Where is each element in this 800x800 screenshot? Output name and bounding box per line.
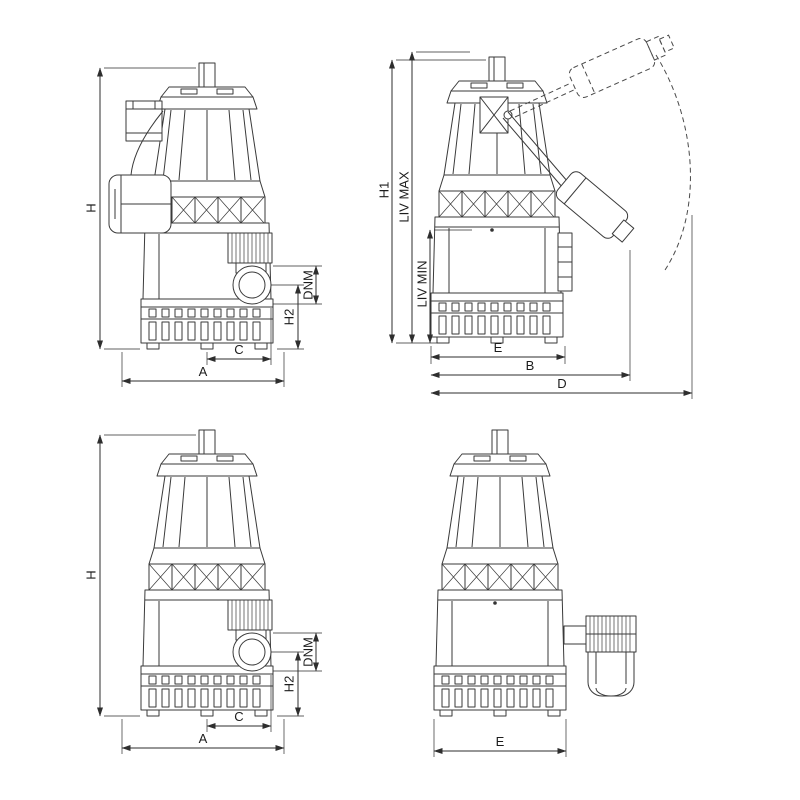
junction-box bbox=[125, 100, 163, 142]
pump-body bbox=[140, 429, 274, 717]
dim-label-e: E bbox=[494, 340, 503, 355]
view-bottom-left: H DNM H2 C A bbox=[83, 429, 322, 754]
side-flange bbox=[557, 232, 573, 292]
dimensions: H DNM H2 C A bbox=[83, 434, 319, 751]
dim-label-h2: H2 bbox=[281, 676, 296, 693]
dimensions: H DNM H2 C A bbox=[83, 67, 319, 384]
casing-dot bbox=[493, 601, 497, 605]
dim-label-dnm: DNM bbox=[300, 637, 315, 667]
discharge-port bbox=[227, 232, 273, 305]
view-top-right: H1 LIV MAX LIV MIN E B D bbox=[376, 34, 693, 399]
float-pivot-bracket bbox=[479, 96, 513, 134]
float-arm-raised-dashed bbox=[509, 82, 577, 118]
float-switch-lowered bbox=[555, 171, 635, 243]
dim-label-h: H bbox=[83, 570, 98, 579]
view-bottom-right: E bbox=[433, 429, 637, 757]
dim-label-c: C bbox=[234, 709, 243, 724]
float-arm bbox=[502, 111, 569, 189]
dim-label-h: H bbox=[83, 203, 98, 212]
dim-label-h1: H1 bbox=[376, 182, 391, 199]
dimensions: E bbox=[433, 734, 567, 754]
dim-label-d: D bbox=[557, 376, 566, 391]
dim-label-e: E bbox=[496, 734, 505, 749]
pump-body bbox=[433, 429, 567, 717]
dim-label-liv-min: LIV MIN bbox=[414, 261, 429, 308]
discharge-port bbox=[227, 599, 273, 672]
discharge-elbow bbox=[563, 615, 637, 697]
view-top-left: H DNM H2 C A bbox=[83, 62, 322, 387]
float-travel-arc-dashed bbox=[655, 54, 691, 271]
casing-dot bbox=[490, 228, 494, 232]
float-switch bbox=[108, 174, 172, 234]
dim-label-liv-max: LIV MAX bbox=[396, 171, 411, 223]
dim-label-b: B bbox=[526, 358, 535, 373]
dim-label-h2: H2 bbox=[281, 309, 296, 326]
dimensions: H1 LIV MAX LIV MIN E B D bbox=[376, 51, 693, 396]
float-cable bbox=[130, 110, 164, 176]
dim-label-a: A bbox=[199, 364, 208, 379]
dim-label-dnm: DNM bbox=[300, 270, 315, 300]
dim-label-a: A bbox=[199, 731, 208, 746]
dim-label-c: C bbox=[234, 342, 243, 357]
